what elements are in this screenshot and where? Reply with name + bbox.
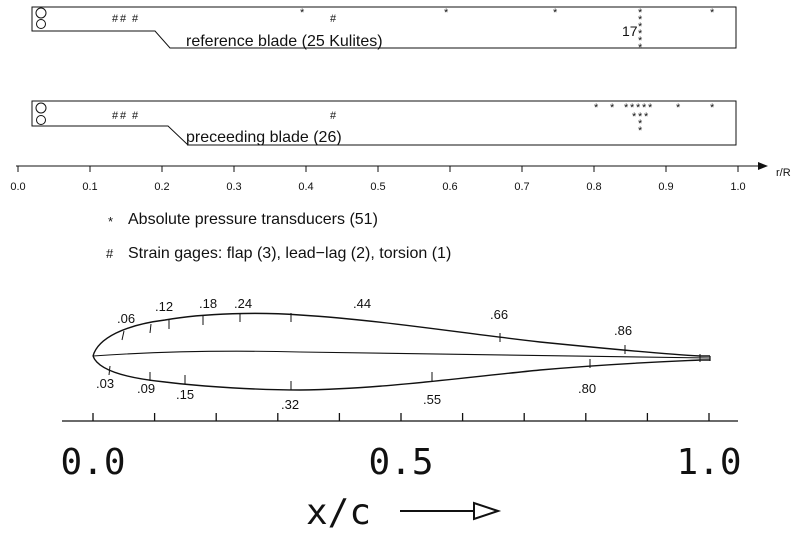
preceeding-pressure-mark: * xyxy=(638,125,643,137)
reference-strain-gage-mark: # xyxy=(132,13,139,25)
chord-axis-tick-label: 1.0 xyxy=(676,442,741,483)
reference-root-hole-upper xyxy=(35,7,47,19)
upper-station-label: .18 xyxy=(199,296,217,311)
preceeding-pressure-mark: * xyxy=(676,102,681,114)
radius-axis-tick-label: 0.0 xyxy=(10,181,25,193)
reference-root-hole-lower xyxy=(36,19,46,29)
reference-pressure-mark: * xyxy=(638,28,643,40)
preceeding-pressure-mark: * xyxy=(610,102,615,114)
upper-station-label: .24 xyxy=(234,296,252,311)
upper-station-label: .12 xyxy=(155,299,173,314)
chord-axis-arrow-icon xyxy=(473,501,502,521)
preceeding-pressure-mark: * xyxy=(710,102,715,114)
reference-strain-gage-mark: # xyxy=(112,13,119,25)
chord-axis-minor-ticks xyxy=(92,413,710,421)
upper-station-label: .66 xyxy=(490,307,508,322)
preceeding-pressure-mark: * xyxy=(632,111,637,123)
radius-axis-tick-label: 0.3 xyxy=(226,181,241,193)
preceeding-root-hole-lower xyxy=(36,115,46,125)
radius-axis-tick-label: 0.4 xyxy=(298,181,313,193)
reference-pressure-mark: * xyxy=(638,14,643,26)
preceeding-blade-outline xyxy=(31,100,737,146)
reference-blade-panel: reference blade (25 Kulites) 17 # # # # … xyxy=(31,6,737,54)
radius-axis-ticks: 0.0 0.1 0.2 0.3 0.4 0.5 0.6 0.7 0.8 0.9 1.0 xyxy=(10,166,746,193)
reference-pressure-mark: * xyxy=(710,7,715,19)
reference-sensor-count: 17 xyxy=(622,23,638,39)
reference-pressure-mark: * xyxy=(300,7,305,19)
lower-station-label: .80 xyxy=(578,381,596,396)
chord-axis: 0.0 0.5 1.0 x/c xyxy=(60,413,742,533)
radius-axis-tick-label: 0.9 xyxy=(658,181,673,193)
preceeding-pressure-mark: * xyxy=(594,102,599,114)
preceeding-pressure-mark: * xyxy=(630,102,635,114)
upper-station-label: .06 xyxy=(117,311,135,326)
legend-pressure-symbol: * xyxy=(108,214,113,229)
legend: * Absolute pressure transducers (51) # S… xyxy=(106,211,451,262)
radius-axis-tick-label: 0.7 xyxy=(514,181,529,193)
radius-axis-arrow-icon xyxy=(758,162,768,170)
reference-pressure-mark: * xyxy=(638,7,643,19)
reference-pressure-mark: * xyxy=(638,35,643,47)
radius-axis: r/R 0.0 0.1 0.2 0.3 0.4 0.5 0.6 0.7 0.8 0.9 1.0 xyxy=(10,162,791,193)
reference-pressure-mark: * xyxy=(638,42,643,54)
preceeding-blade-panel: preceeding blade (26) # # # # * * * * * … xyxy=(31,100,737,146)
chord-axis-tick-label: 0.0 xyxy=(60,442,125,483)
legend-pressure-label: Absolute pressure transducers (51) xyxy=(128,211,378,228)
reference-pressure-mark: * xyxy=(638,21,643,33)
radius-axis-tick-label: 1.0 xyxy=(730,181,745,193)
preceeding-pressure-mark: * xyxy=(624,102,629,114)
reference-strain-gage-mark: # xyxy=(330,13,337,25)
reference-pressure-mark: * xyxy=(553,7,558,19)
airfoil-mean-line xyxy=(92,350,711,359)
preceeding-blade-label: preceeding blade (26) xyxy=(186,129,342,146)
lower-station-label: .55 xyxy=(423,392,441,407)
upper-station-label: .44 xyxy=(353,296,371,311)
reference-strain-gage-mark: # xyxy=(120,13,127,25)
preceeding-pressure-mark: * xyxy=(648,102,653,114)
preceeding-pressure-mark: * xyxy=(636,102,641,114)
lower-station-label: .15 xyxy=(176,387,194,402)
preceeding-strain-gage-mark: # xyxy=(330,110,337,122)
lower-station-tick xyxy=(108,365,111,376)
preceeding-pressure-mark: * xyxy=(638,111,643,123)
radius-axis-tick-label: 0.1 xyxy=(82,181,97,193)
preceeding-pressure-mark: * xyxy=(642,102,647,114)
lower-station-label: .09 xyxy=(137,381,155,396)
radius-axis-tick-label: 0.5 xyxy=(370,181,385,193)
lower-station-label: .32 xyxy=(281,397,299,412)
airfoil-lower-surface xyxy=(92,355,710,391)
radius-axis-tick-label: 0.2 xyxy=(154,181,169,193)
airfoil-section: .06 .12 .18 .24 .44 .66 .86 .03 .09 .15 … xyxy=(92,296,711,412)
chord-axis-label: x/c xyxy=(306,492,371,533)
chord-axis-tick-label: 0.5 xyxy=(368,442,433,483)
preceeding-root-hole-upper xyxy=(35,102,47,114)
radius-axis-tick-label: 0.8 xyxy=(586,181,601,193)
reference-blade-label: reference blade (25 Kulites) xyxy=(186,33,383,50)
preceeding-strain-gage-mark: # xyxy=(112,110,119,122)
airfoil-upper-surface xyxy=(92,312,710,357)
upper-station-tick xyxy=(121,330,125,341)
upper-station-label: .86 xyxy=(614,323,632,338)
lower-station-label: .03 xyxy=(96,376,114,391)
reference-blade-outline xyxy=(31,6,737,49)
upper-station-tick xyxy=(149,323,152,334)
preceeding-pressure-mark: * xyxy=(644,111,649,123)
preceeding-strain-gage-mark: # xyxy=(132,110,139,122)
legend-strain-label: Strain gages: flap (3), lead−lag (2), to… xyxy=(128,245,451,262)
radius-axis-unit-label: r/R xyxy=(776,167,791,179)
preceeding-pressure-mark: * xyxy=(638,118,643,130)
radius-axis-tick-label: 0.6 xyxy=(442,181,457,193)
reference-pressure-mark: * xyxy=(444,7,449,19)
legend-strain-symbol: # xyxy=(106,246,114,261)
preceeding-strain-gage-mark: # xyxy=(120,110,127,122)
